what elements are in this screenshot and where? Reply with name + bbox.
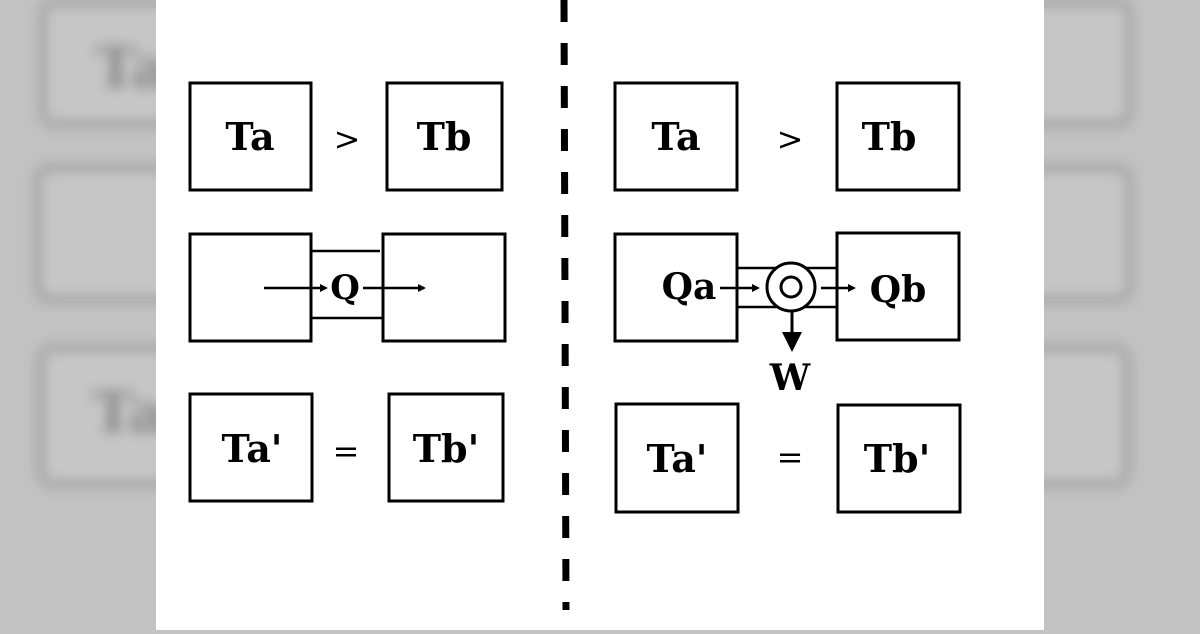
relation-equal: =: [333, 432, 360, 470]
label-qb: Qb: [870, 269, 927, 311]
label-tb: Tb: [862, 114, 917, 159]
engine-outer-ring: [765, 261, 817, 313]
box-ta: [188, 81, 313, 192]
heat-engine-diagram: Ta > Tb Q Ta' = Tb' Ta >: [188, 0, 962, 611]
relation-greater: >: [777, 120, 804, 158]
box-ta-prime: [614, 402, 740, 514]
left-row-1: Ta > Tb: [188, 81, 504, 192]
left-row-2: Q: [188, 232, 507, 343]
reservoir-cold: [835, 231, 961, 342]
label-tb: Tb: [417, 114, 472, 159]
label-qa: Qa: [662, 266, 717, 308]
box-tb-prime: [836, 403, 962, 514]
box-ta: [613, 81, 739, 192]
dashed-divider: [560, 0, 570, 611]
label-tb-prime: Tb': [413, 426, 479, 471]
relation-greater: >: [334, 120, 361, 158]
right-row-1: Ta > Tb: [613, 81, 961, 192]
engine-inner-ring: [779, 275, 803, 299]
right-row-3: Ta' = Tb': [614, 402, 962, 514]
box-tb: [385, 81, 504, 192]
label-ta: Ta: [225, 114, 274, 159]
left-row-3: Ta' = Tb': [188, 392, 505, 503]
box-tb-prime: [387, 392, 505, 503]
label-w: W: [769, 357, 811, 399]
box-ta-prime: [188, 392, 314, 503]
label-q: Q: [330, 268, 360, 308]
label-ta-prime: Ta': [222, 426, 283, 471]
relation-equal: =: [777, 438, 804, 476]
work-arrow-head: [782, 332, 802, 352]
diagram-panel: Ta > Tb Q Ta' = Tb' Ta >: [156, 0, 1044, 630]
label-ta: Ta: [651, 114, 700, 159]
label-ta-prime: Ta': [647, 436, 708, 481]
right-row-2: Qa Qb W: [613, 231, 961, 399]
ghost-label: Ta: [95, 35, 168, 101]
box-tb: [835, 81, 961, 192]
label-tb-prime: Tb': [864, 436, 930, 481]
